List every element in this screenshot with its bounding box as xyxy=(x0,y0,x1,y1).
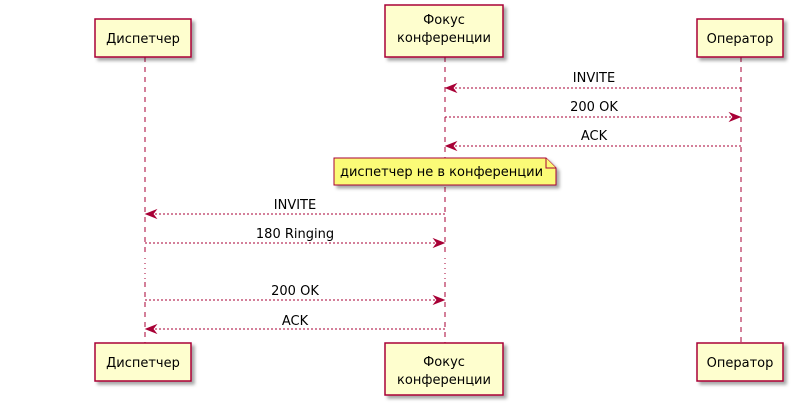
message-label: INVITE xyxy=(274,198,316,213)
participant-dispatcher-top-label: Диспетчер xyxy=(106,32,180,47)
participant-focus-bottom: Фокус конференции xyxy=(384,342,504,396)
message-200ok-focus-to-operator: 200 OK xyxy=(445,100,742,123)
arrow-head xyxy=(444,82,458,94)
participant-operator-bottom: Оператор xyxy=(696,342,784,382)
message-200ok-dispatcher-to-focus: 200 OK xyxy=(145,284,446,306)
participant-dispatcher-bottom: Диспетчер xyxy=(94,342,192,382)
arrow-head xyxy=(444,140,458,152)
message-label: 180 Ringing xyxy=(256,227,334,242)
participant-focus-top: Фокус конференции xyxy=(384,4,504,58)
participant-operator-top-label: Оператор xyxy=(707,32,774,47)
note-text: диспетчер не в конференции xyxy=(340,165,543,180)
participant-dispatcher-bottom-label: Диспетчер xyxy=(106,356,180,371)
message-invite-operator-to-focus: INVITE xyxy=(444,71,741,94)
participant-focus-top-label-line1: Фокус xyxy=(423,13,465,28)
participant-dispatcher-top: Диспетчер xyxy=(94,18,192,58)
message-label: INVITE xyxy=(573,71,615,86)
arrow-head xyxy=(432,294,446,306)
message-label: 200 OK xyxy=(271,284,319,299)
message-ack-operator-to-focus: ACK xyxy=(444,129,741,152)
arrow-head xyxy=(432,237,446,249)
participant-focus-bottom-label-line1: Фокус xyxy=(423,355,465,370)
arrow-head xyxy=(144,208,158,220)
lifelines xyxy=(144,57,742,343)
arrow-head xyxy=(728,111,742,123)
message-label: ACK xyxy=(581,129,608,144)
message-ack-focus-to-dispatcher: ACK xyxy=(144,314,445,335)
participant-operator-top: Оператор xyxy=(696,18,784,58)
note-dispatcher-not-in-conference: диспетчер не в конференции xyxy=(333,157,557,186)
message-label: 200 OK xyxy=(570,100,618,115)
participant-focus-bottom-label-line2: конференции xyxy=(397,373,491,388)
participant-operator-bottom-label: Оператор xyxy=(707,356,774,371)
participant-focus-top-label-line2: конференции xyxy=(397,31,491,46)
arrow-head xyxy=(144,323,158,335)
message-label: ACK xyxy=(282,314,309,329)
message-invite-focus-to-dispatcher: INVITE xyxy=(144,198,445,220)
message-180ringing-dispatcher-to-focus: 180 Ringing xyxy=(145,227,446,249)
